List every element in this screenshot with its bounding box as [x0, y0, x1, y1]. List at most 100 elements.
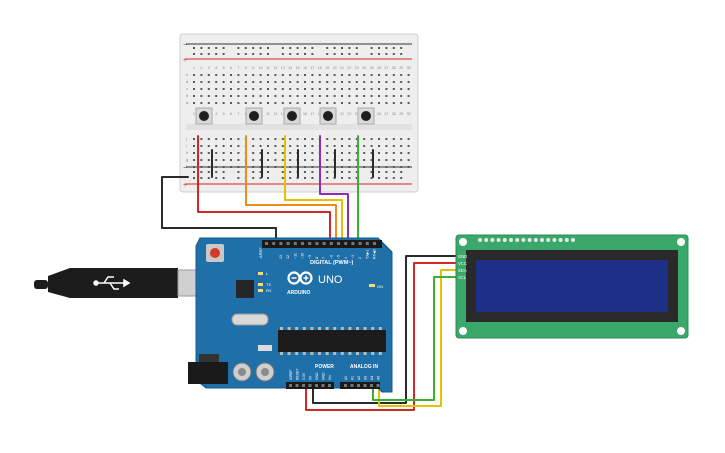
analog-pin-label: A0 — [344, 376, 348, 380]
ic-small-chip — [236, 280, 254, 298]
breadboard-hole — [378, 166, 380, 168]
breadboard-hole — [289, 47, 292, 49]
breadboard-hole — [341, 88, 343, 90]
push-button[interactable] — [245, 107, 263, 125]
digital-header[interactable] — [262, 240, 382, 248]
breadboard-hole — [407, 152, 410, 154]
breadboard-hole — [341, 47, 343, 49]
digital-pin-hole — [272, 242, 276, 245]
breadboard-hole — [370, 171, 373, 173]
breadboard-hole — [304, 138, 306, 140]
breadboard-hole — [193, 81, 195, 83]
wire-red-button — [197, 135, 331, 241]
breadboard-hole — [200, 166, 203, 168]
breadboard-hole — [237, 88, 240, 90]
breadboard-hole — [215, 138, 218, 140]
breadboard-hole — [400, 81, 403, 83]
breadboard-hole — [348, 53, 351, 55]
breadboard-hole — [370, 138, 373, 140]
breadboard-hole — [318, 74, 321, 76]
chip-pin — [310, 352, 314, 355]
breadboard-hole — [252, 47, 255, 49]
breadboard-hole — [237, 74, 240, 76]
breadboard-hole — [370, 74, 373, 76]
power-pin-label: 3.3V — [302, 372, 306, 380]
breadboard-hole — [252, 171, 255, 173]
breadboard-hole — [200, 177, 203, 179]
push-button-cap[interactable] — [323, 111, 333, 121]
breadboard-hole — [378, 152, 380, 154]
breadboard-hole — [215, 53, 218, 55]
lcd-pin-label: VCC — [458, 261, 467, 266]
breadboard-hole — [407, 81, 410, 83]
breadboard-hole — [193, 145, 195, 147]
digital-pin-label: 2 — [358, 257, 362, 259]
breadboard-hole — [326, 74, 329, 76]
breadboard-hole — [244, 74, 247, 76]
breadboard-hole — [392, 177, 395, 179]
push-button[interactable] — [283, 107, 301, 125]
breadboard-hole — [252, 53, 255, 55]
breadboard-hole — [296, 145, 299, 147]
push-button-cap[interactable] — [361, 111, 371, 121]
lcd-screen — [476, 260, 668, 312]
row-letter: b — [186, 93, 189, 98]
breadboard-hole — [252, 74, 255, 76]
breadboard-hole — [222, 145, 225, 147]
breadboard-hole — [244, 88, 247, 90]
column-number: 28 — [392, 66, 396, 70]
breadboard-hole — [200, 53, 203, 55]
push-buttons[interactable] — [195, 107, 375, 125]
breadboard-hole — [200, 145, 203, 147]
breadboard-hole — [333, 177, 336, 179]
breadboard-hole — [230, 102, 232, 104]
breadboard-hole — [311, 95, 314, 97]
chip-pin — [371, 327, 375, 330]
breadboard-hole — [348, 81, 351, 83]
chip-pin — [295, 352, 299, 355]
wire-orange-button — [245, 135, 337, 241]
digital-pin-hole — [301, 242, 304, 245]
breadboard-hole — [392, 102, 395, 104]
column-number: 2 — [200, 66, 202, 70]
digital-pin-hole — [279, 242, 283, 245]
breadboard-hole — [296, 138, 299, 140]
breadboard-hole — [207, 88, 210, 90]
analog-header-label: ANALOG IN — [350, 364, 378, 370]
breadboard-hole — [289, 177, 292, 179]
chip-pin — [325, 352, 329, 355]
row-letter: j — [185, 136, 187, 141]
board-model: UNO — [318, 274, 343, 286]
push-button[interactable] — [319, 107, 337, 125]
push-button-cap[interactable] — [287, 111, 297, 121]
breadboard-hole — [363, 81, 366, 83]
breadboard-hole — [222, 166, 225, 168]
breadboard-hole — [363, 159, 366, 161]
push-button-cap[interactable] — [249, 111, 259, 121]
breadboard-hole — [378, 88, 380, 90]
breadboard-hole — [222, 81, 225, 83]
breadboard-hole — [326, 81, 329, 83]
push-button-cap[interactable] — [199, 111, 209, 121]
column-number: 16 — [303, 66, 307, 70]
push-button[interactable] — [195, 107, 213, 125]
breadboard-hole — [326, 166, 329, 168]
analog-pin-label: A4 — [370, 376, 374, 380]
breadboard-hole — [407, 145, 410, 147]
column-number: 24 — [362, 66, 366, 70]
breadboard-hole — [385, 177, 388, 179]
analog-pin-label: A3 — [364, 376, 368, 380]
breadboard-hole — [385, 152, 388, 154]
breadboard-hole — [341, 159, 343, 161]
breadboard-hole — [230, 81, 232, 83]
breadboard-hole — [326, 159, 329, 161]
power-jack[interactable] — [188, 362, 228, 384]
breadboard-hole — [274, 159, 277, 161]
breadboard-hole — [363, 95, 366, 97]
breadboard-hole — [355, 145, 358, 147]
reset-button-cap[interactable] — [210, 248, 220, 258]
push-button[interactable] — [357, 107, 375, 125]
